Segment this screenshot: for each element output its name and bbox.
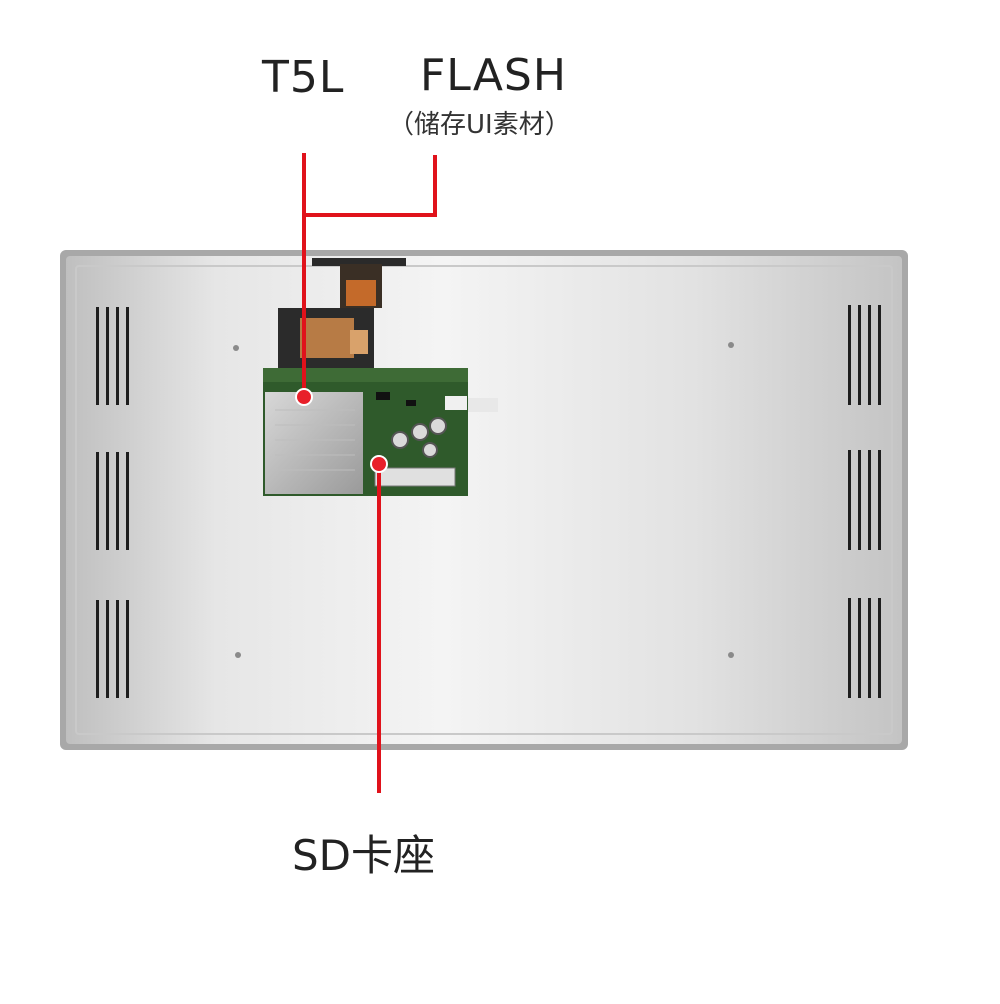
label-t5l: T5L	[262, 52, 345, 103]
sd-card-slot	[374, 467, 456, 487]
pcb-board	[263, 368, 498, 496]
capacitors	[391, 417, 447, 458]
vent-slots-left	[96, 307, 129, 698]
callout-line-flash	[304, 155, 437, 217]
label-sd-slot: SD卡座	[292, 831, 436, 880]
metal-back-panel	[60, 250, 908, 750]
callout-dot-sd	[370, 455, 388, 473]
label-flash: FLASH	[420, 50, 567, 101]
vent-slots-right	[848, 305, 881, 698]
t5l-shield-can	[265, 392, 363, 494]
screw-holes	[233, 342, 734, 658]
label-flash-note: （储存UI素材）	[388, 110, 571, 140]
callout-lines	[302, 153, 437, 793]
callout-dot-t5l	[295, 388, 313, 406]
flex-cable	[278, 258, 406, 368]
